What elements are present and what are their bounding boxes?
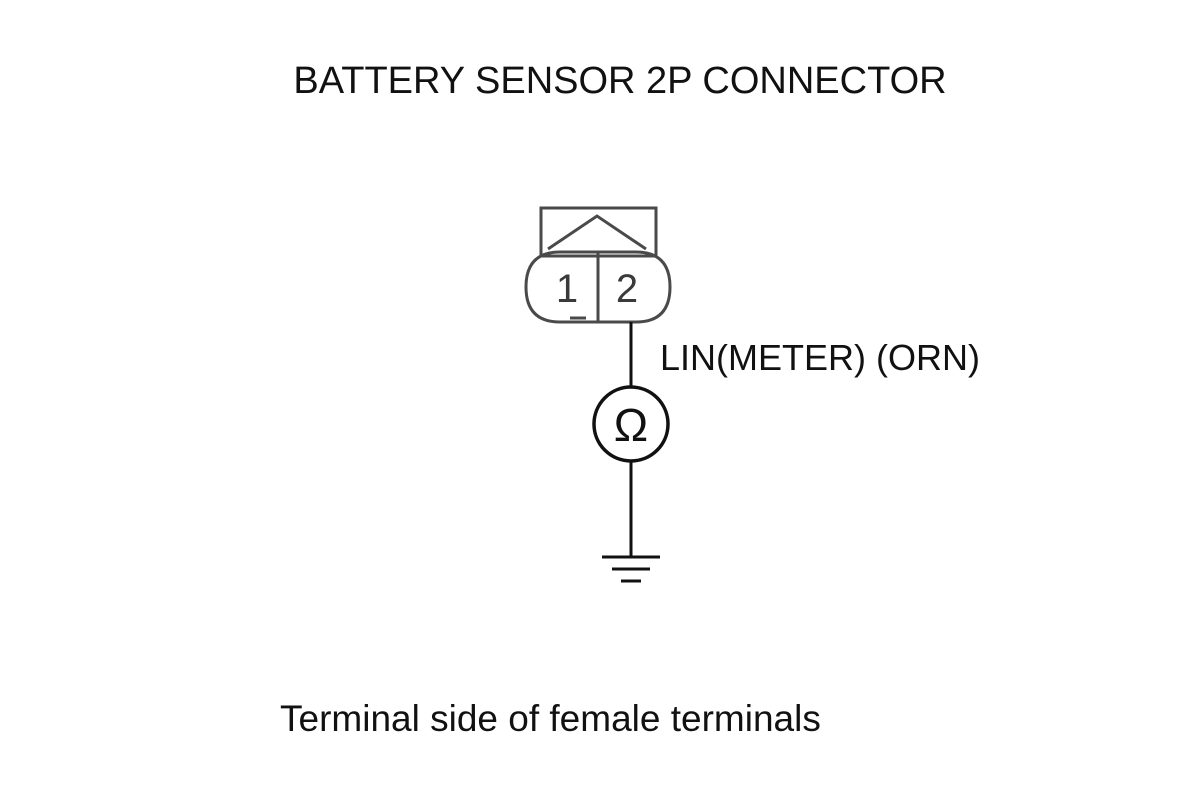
ohm-symbol: Ω bbox=[614, 399, 648, 451]
wire-label: LIN(METER) (ORN) bbox=[660, 337, 980, 378]
connector-2p-icon: 1 2 bbox=[524, 206, 672, 324]
pin-2-label: 2 bbox=[616, 267, 638, 311]
pin-1-label: 1 bbox=[556, 267, 578, 311]
connector-latch bbox=[539, 206, 658, 258]
connector-body bbox=[524, 250, 672, 324]
diagram-title: BATTERY SENSOR 2P CONNECTOR bbox=[293, 60, 946, 102]
connector-latch-arrow bbox=[547, 214, 647, 251]
ground-icon bbox=[602, 555, 660, 583]
ohmmeter-icon: Ω bbox=[592, 385, 670, 463]
diagram-caption: Terminal side of female terminals bbox=[280, 698, 821, 739]
